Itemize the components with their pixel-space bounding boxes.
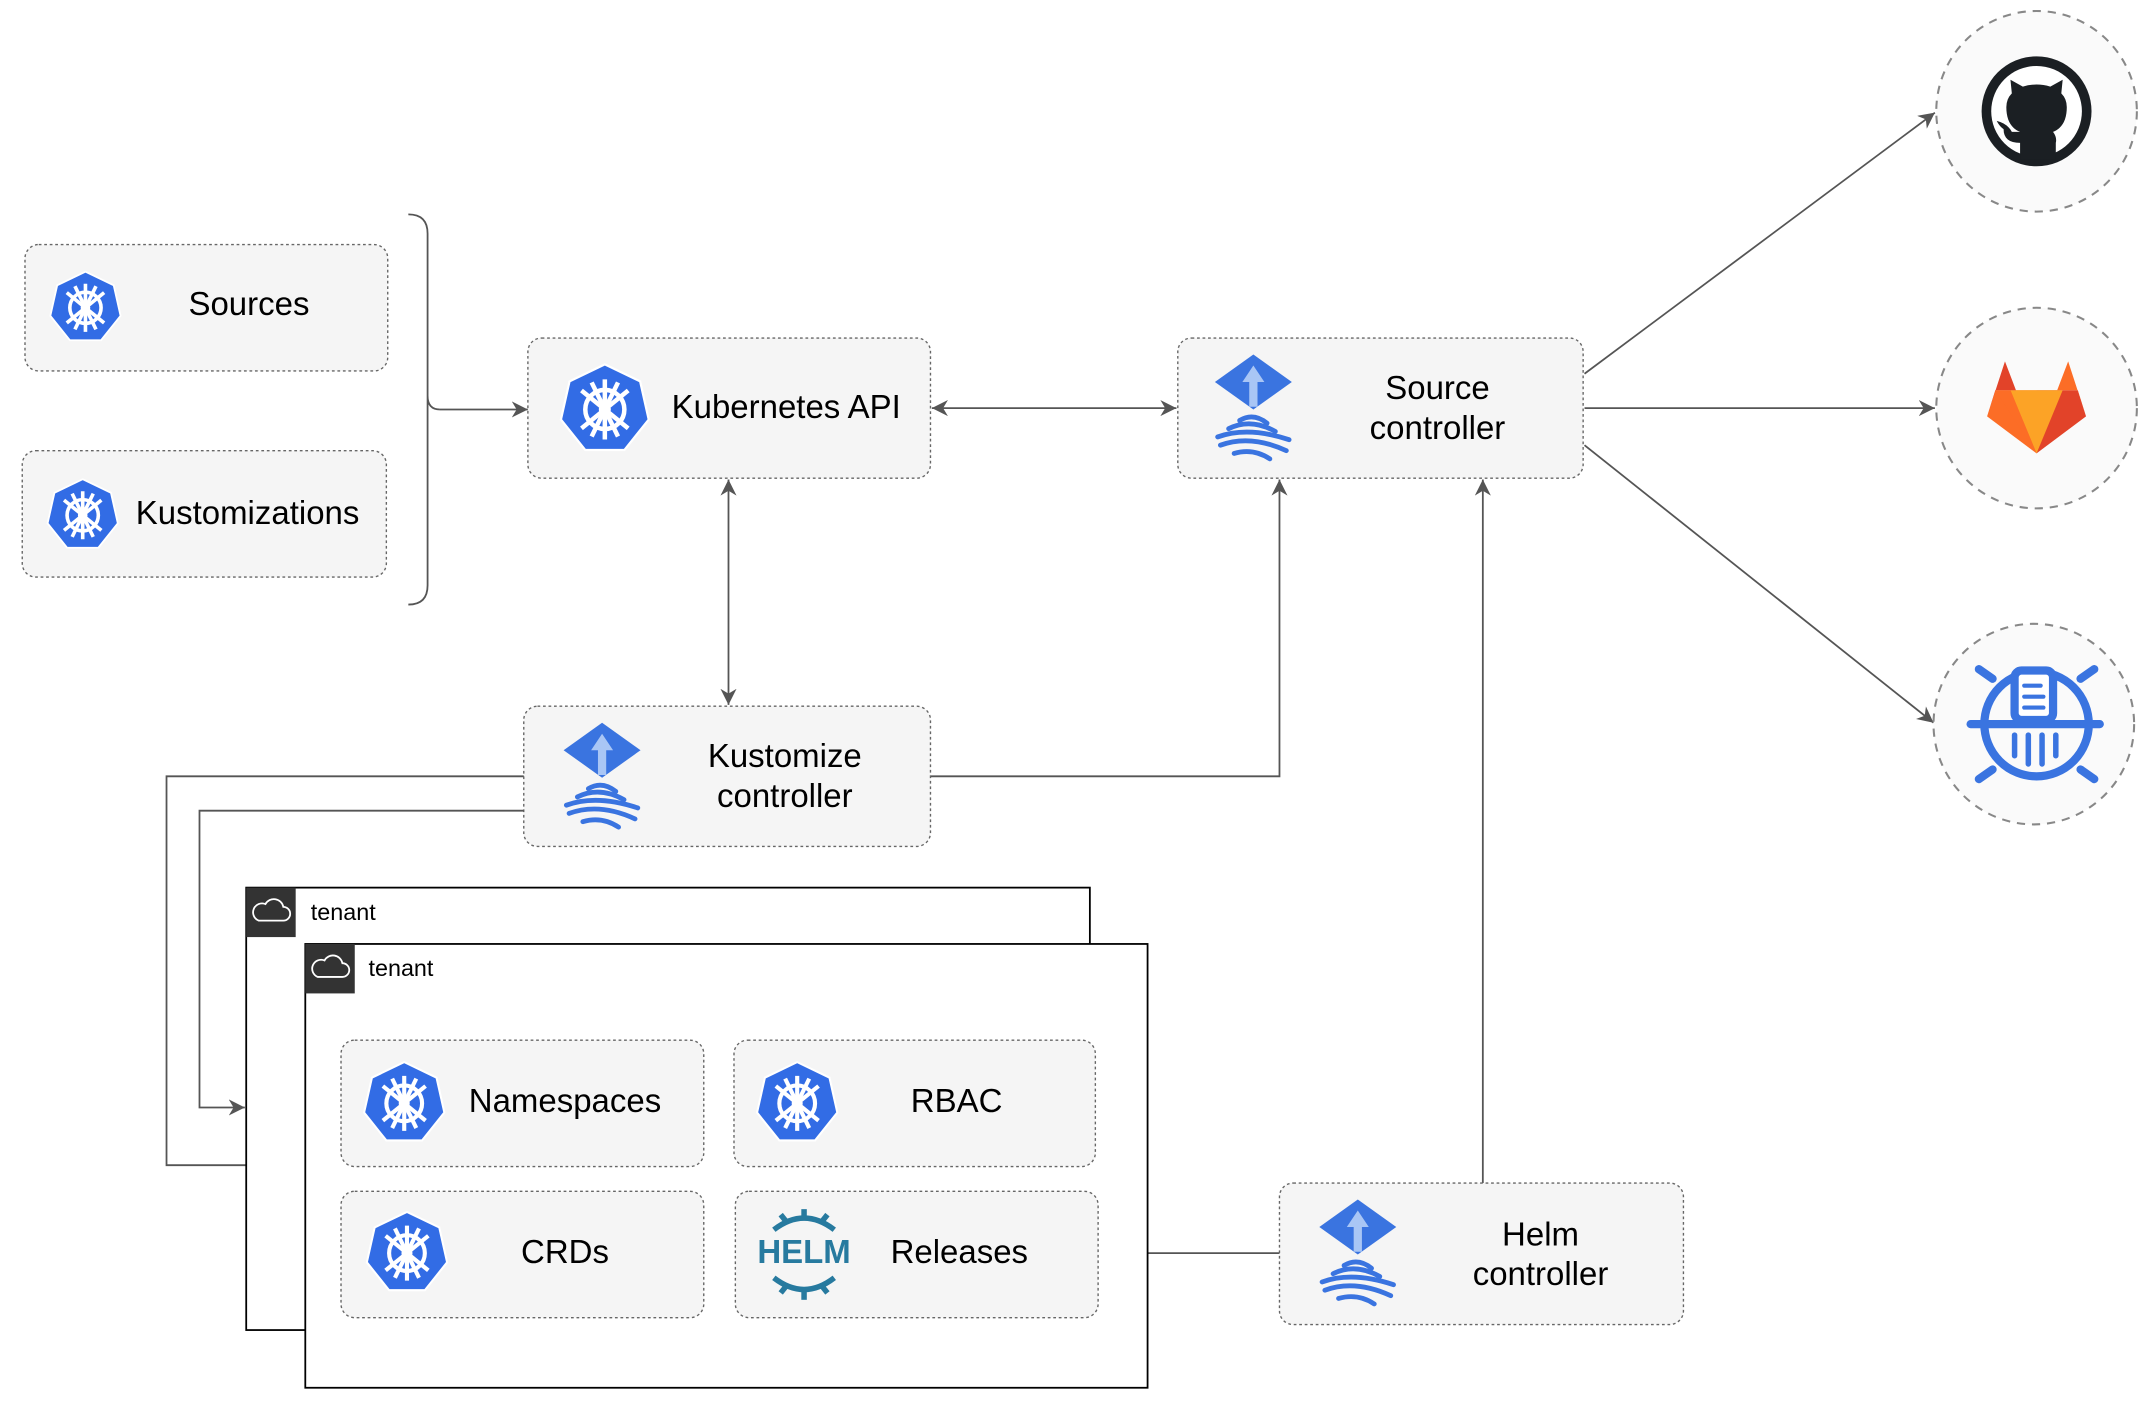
svg-text:controller: controller: [1473, 1255, 1609, 1292]
cloud-icon: [252, 898, 292, 922]
namespaces-node[interactable]: Namespaces: [340, 1039, 705, 1168]
brace: [408, 213, 440, 606]
bucket-icon: [1966, 665, 2104, 784]
svg-text:tenant: tenant: [369, 955, 434, 981]
gitlab-icon: [1987, 361, 2087, 454]
svg-text:controller: controller: [717, 777, 853, 814]
kubernetes-api-node[interactable]: Kubernetes API: [527, 337, 932, 479]
rbac-node[interactable]: RBAC: [733, 1039, 1097, 1168]
sources-node[interactable]: Sources: [24, 243, 389, 372]
github-icon: [1981, 56, 2092, 167]
svg-text:Kustomizations: Kustomizations: [136, 494, 360, 531]
edge-source-to-bucket: [1583, 444, 1935, 724]
kustomizations-node[interactable]: Kustomizations: [21, 449, 388, 578]
svg-text:RBAC: RBAC: [911, 1082, 1003, 1119]
svg-text:Namespaces: Namespaces: [469, 1082, 661, 1119]
tenant-header-block: [246, 887, 296, 938]
releases-node[interactable]: HELM Releases: [734, 1190, 1099, 1319]
tenant-header-block: [305, 943, 355, 994]
svg-text:Kustomize: Kustomize: [708, 737, 862, 774]
bucket-source[interactable]: [1932, 622, 2136, 826]
edge-source-to-github: [1583, 111, 1936, 375]
svg-text:Releases: Releases: [891, 1233, 1028, 1270]
edge-kustomize-to-tenant-front: [165, 775, 524, 1174]
gitlab-source[interactable]: [1935, 306, 2138, 510]
kustomize-controller-node[interactable]: Kustomize controller: [523, 705, 932, 848]
svg-text:HELM: HELM: [757, 1233, 850, 1270]
svg-text:Sources: Sources: [188, 285, 309, 322]
helm-icon: HELM: [757, 1209, 851, 1300]
edge-kustomize-to-tenant-back: [198, 809, 524, 1116]
crds-node[interactable]: CRDs: [340, 1190, 705, 1319]
svg-text:controller: controller: [1370, 409, 1506, 446]
svg-text:Source: Source: [1385, 369, 1489, 406]
edge-kustomize-to-source: [930, 479, 1288, 778]
github-source[interactable]: [1935, 9, 2138, 213]
source-controller-node[interactable]: Source controller: [1177, 337, 1584, 479]
cloud-icon: [311, 954, 351, 978]
svg-text:tenant: tenant: [311, 899, 376, 925]
svg-text:Kubernetes API: Kubernetes API: [672, 388, 901, 425]
svg-text:Helm: Helm: [1502, 1215, 1579, 1252]
helm-controller-node[interactable]: Helm controller: [1278, 1182, 1685, 1326]
svg-text:CRDs: CRDs: [521, 1233, 609, 1270]
